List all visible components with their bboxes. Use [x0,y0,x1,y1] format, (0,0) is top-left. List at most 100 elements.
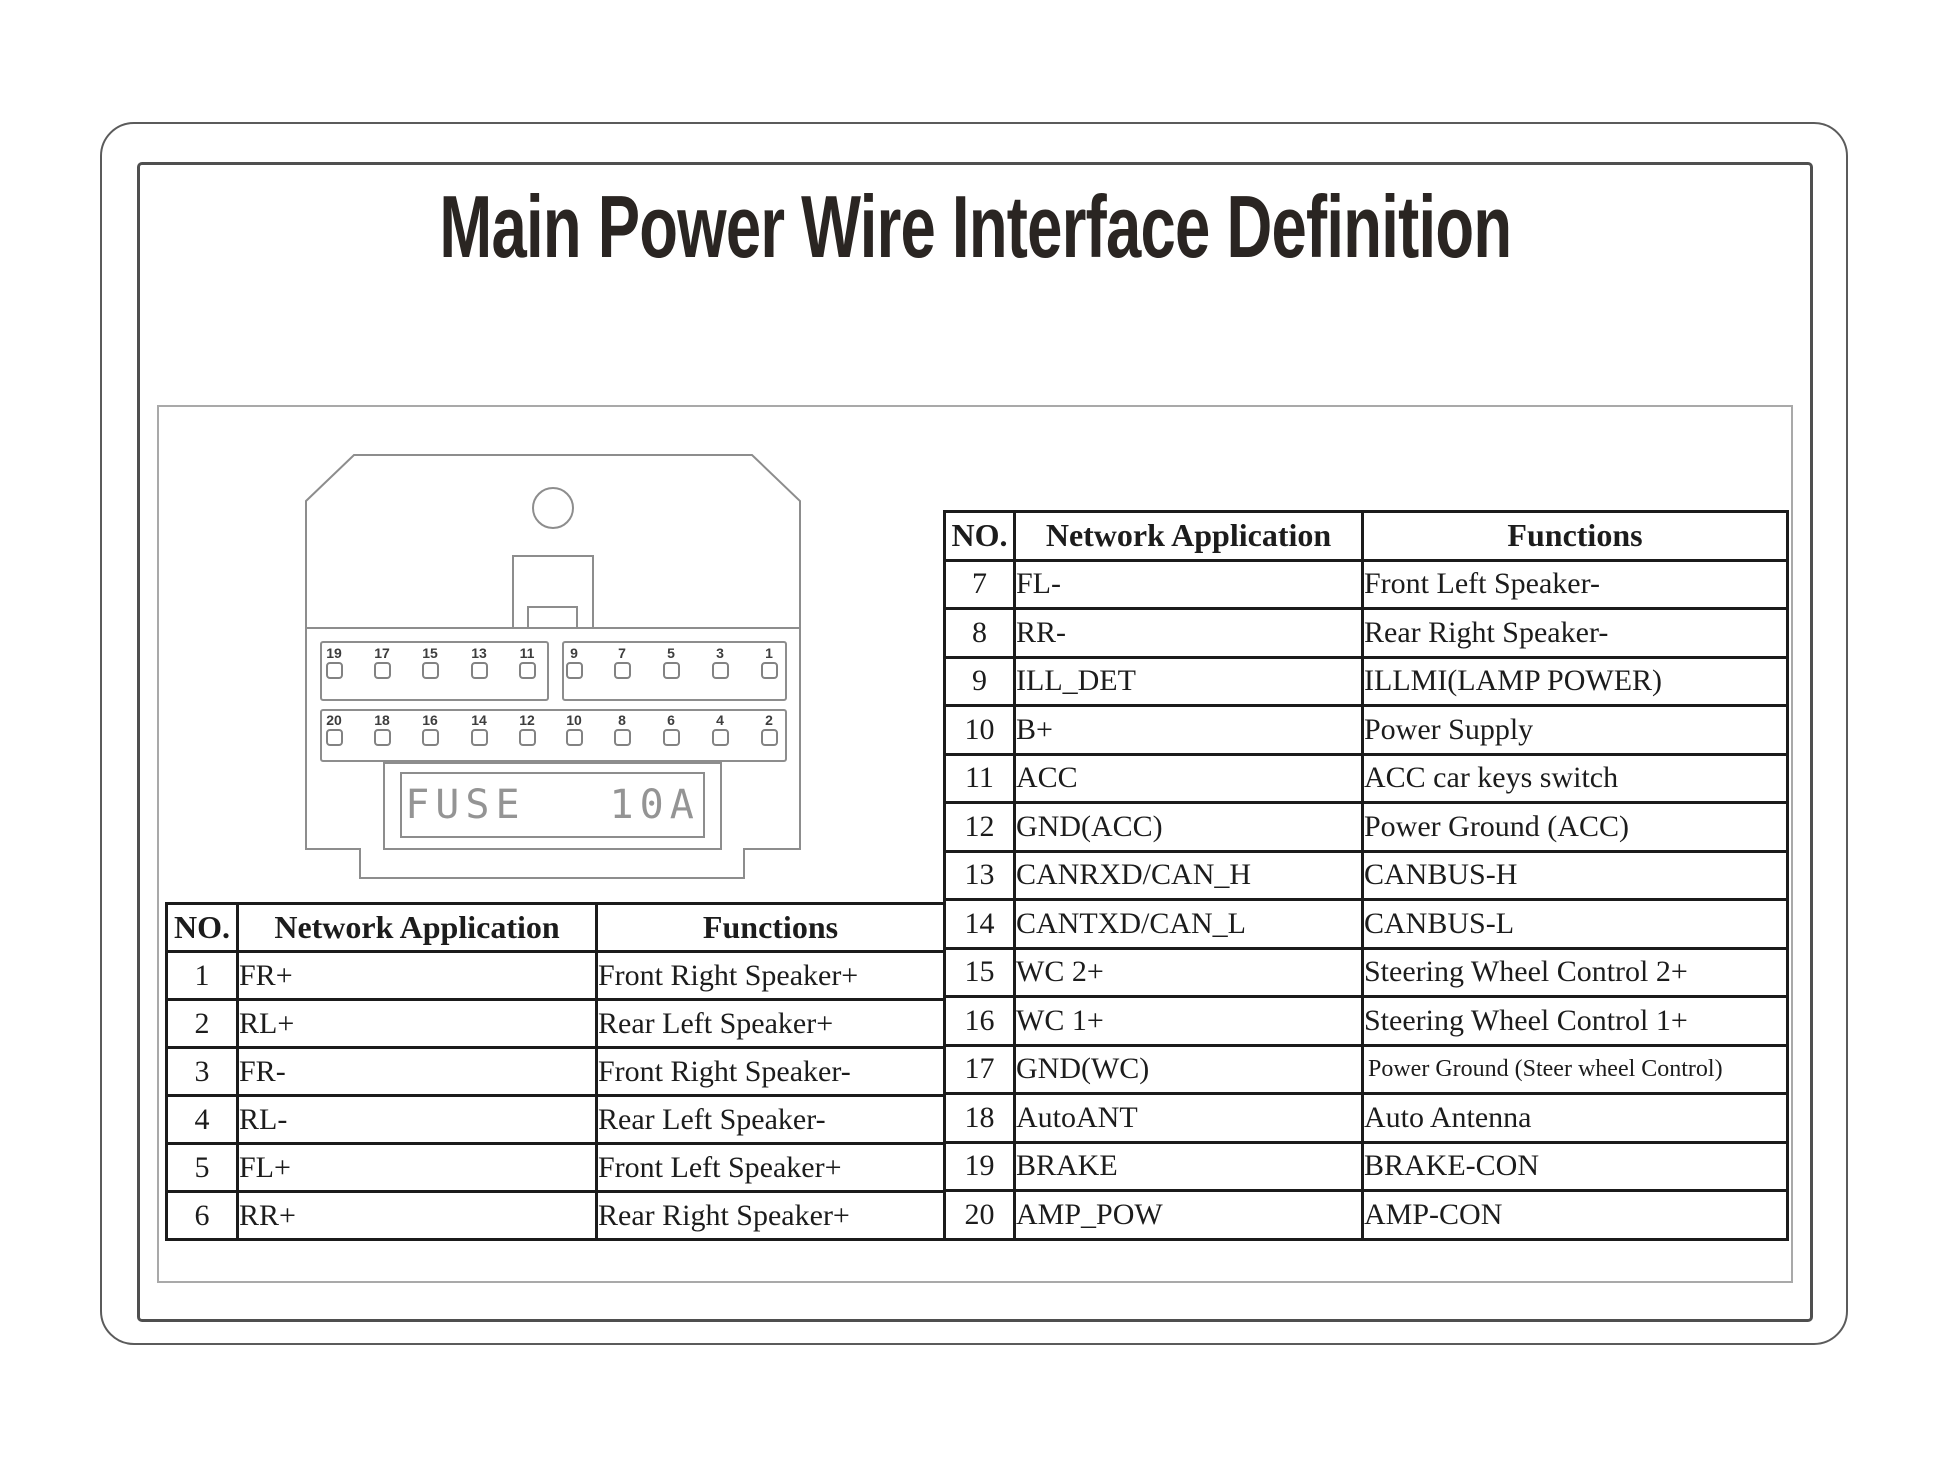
pin-number-label: 4 [716,712,724,728]
functions-cell: Front Left Speaker+ [595,1142,946,1193]
network-application-cell: WC 1+ [1013,995,1364,1047]
pin-no-cell: 2 [165,998,239,1049]
pin-number-label: 8 [618,712,626,728]
fuse-rating: 10A [609,782,700,828]
pin-number-label: 5 [667,645,675,661]
network-application-cell: AutoANT [1013,1092,1364,1144]
pin-19: 19 [316,645,352,679]
pin-7: 7 [604,645,640,679]
page-title: Main Power Wire Interface Definition [439,177,1512,276]
functions-cell: Power Supply [1361,704,1789,756]
connector-key-slot [527,606,578,629]
fuse-label: FUSE [405,782,526,828]
pin-no-cell: 7 [943,558,1016,610]
pin-no-cell: 6 [165,1190,239,1241]
pin-20: 20 [316,712,352,746]
pin-row2-box [320,709,787,762]
header-functions: Functions [1361,510,1789,562]
pin-contact-icon [518,729,536,746]
pin-contact-icon [470,729,488,746]
pin-no-cell: 11 [943,752,1016,804]
pin-1: 1 [751,645,787,679]
network-application-cell: RL+ [236,998,598,1049]
outer-border [100,122,1848,1345]
functions-cell: Front Right Speaker+ [595,950,946,1001]
pin-number-label: 12 [519,712,535,728]
pin-no-cell: 18 [943,1092,1016,1144]
connector-shell [305,454,801,879]
pin-number-label: 19 [326,645,342,661]
pin-10: 10 [556,712,592,746]
pin-number-label: 16 [422,712,438,728]
pin-number-label: 15 [422,645,438,661]
functions-cell: Rear Right Speaker- [1361,607,1789,659]
pin-no-cell: 4 [165,1094,239,1145]
network-application-cell: FR+ [236,950,598,1001]
network-application-cell: RL- [236,1094,598,1145]
pin-13: 13 [461,645,497,679]
header-network-application: Network Application [236,902,598,953]
functions-cell: Auto Antenna [1361,1092,1789,1144]
functions-cell: AMP-CON [1361,1189,1789,1241]
network-application-cell: GND(WC) [1013,1043,1364,1095]
pin-number-label: 6 [667,712,675,728]
table-header-row: NO. Network Application Functions [943,510,1789,562]
pin-contact-icon [565,729,583,746]
network-application-cell: FR- [236,1046,598,1097]
pin-no-cell: 13 [943,849,1016,901]
pin-number-label: 7 [618,645,626,661]
functions-cell: Rear Left Speaker+ [595,998,946,1049]
pin-no-cell: 20 [943,1189,1016,1241]
pin-2: 2 [751,712,787,746]
pin-no-cell: 3 [165,1046,239,1097]
pin-contact-icon [613,729,631,746]
pin-17: 17 [364,645,400,679]
pin-contact-icon [421,729,439,746]
pin-number-label: 13 [471,645,487,661]
network-application-cell: RR- [1013,607,1364,659]
pin-no-cell: 19 [943,1140,1016,1192]
functions-cell: Front Left Speaker- [1361,558,1789,610]
pin-14: 14 [461,712,497,746]
network-application-cell: FL- [1013,558,1364,610]
pin-12: 12 [509,712,545,746]
functions-cell: BRAKE-CON [1361,1140,1789,1192]
functions-cell: CANBUS-H [1361,849,1789,901]
header-no: NO. [943,510,1016,562]
connector-outline [305,454,801,879]
network-application-cell: ILL_DET [1013,655,1364,707]
pin-contact-icon [373,729,391,746]
pin-contact-icon [565,662,583,679]
header-no: NO. [165,902,239,953]
pin-no-cell: 17 [943,1043,1016,1095]
functions-cell: Rear Right Speaker+ [595,1190,946,1241]
pin-number-label: 18 [374,712,390,728]
fuse-label-box: FUSE 10A [400,772,705,838]
table-header-row: NO. Network Application Functions [165,902,946,953]
network-application-cell: BRAKE [1013,1140,1364,1192]
pin-contact-icon [373,662,391,679]
network-application-cell: CANTXD/CAN_L [1013,898,1364,950]
network-application-cell: WC 2+ [1013,946,1364,998]
network-application-cell: AMP_POW [1013,1189,1364,1241]
connector-key-tab [512,555,594,629]
pin-no-cell: 14 [943,898,1016,950]
pin-contact-icon [662,729,680,746]
functions-cell: Power Ground (Steer wheel Control) [1361,1043,1789,1095]
network-application-cell: RR+ [236,1190,598,1241]
